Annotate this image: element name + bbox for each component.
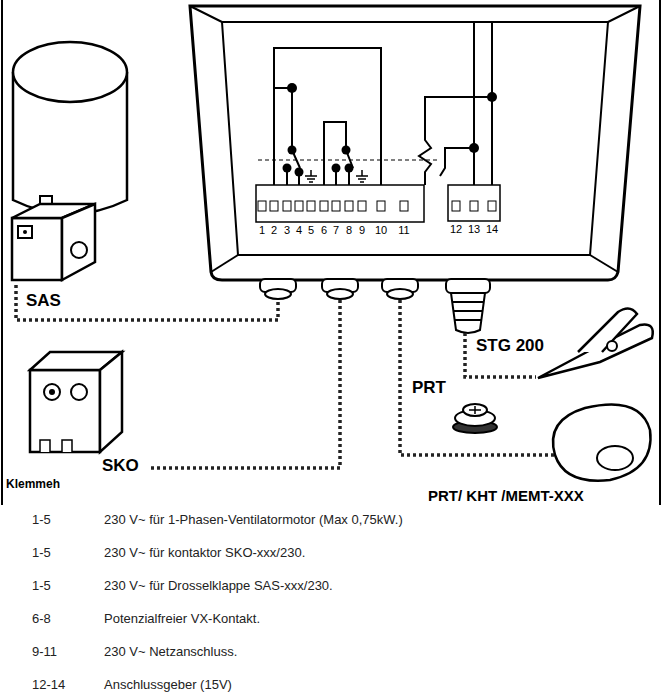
damper-actuator — [12, 42, 127, 280]
range-label: 1-5 — [32, 513, 51, 528]
device-label: PRT/ KHT /MEMT-XXX — [428, 487, 584, 504]
pressure-sensor — [453, 404, 497, 433]
terminal-number: 2 — [271, 224, 277, 237]
sensor-housing — [553, 404, 651, 480]
cable-gland — [260, 279, 490, 333]
cable-run — [16, 285, 555, 468]
description-text: 230 V~ Netzanschluss. — [104, 645, 237, 660]
description-text: Potenzialfreier VX-Kontakt. — [104, 612, 260, 627]
frame-line — [659, 0, 661, 505]
internal-wiring — [258, 22, 492, 185]
description-text: 230 V~ für 1-Phasen-Ventilatormotor (Max… — [104, 513, 403, 528]
description-text: 230 V~ für kontaktor SKO-xxx/230. — [104, 546, 305, 561]
terminal-number: 5 — [308, 224, 314, 237]
device-label: PRT — [412, 378, 446, 398]
terminal-number: 12 — [450, 223, 462, 236]
terminal-number: 10 — [375, 224, 387, 237]
terminal-number: 3 — [284, 224, 290, 237]
contactor-box — [30, 352, 122, 452]
device-label: SKO — [102, 456, 139, 476]
terminal-number: 6 — [321, 224, 327, 237]
range-label: 9-11 — [32, 645, 57, 660]
terminal-number: 1 — [259, 224, 265, 237]
terminal-number: 9 — [359, 224, 365, 237]
junction-dot — [283, 83, 498, 177]
description-text: 230 V~ für Drosselklappe SAS-xxx/230. — [104, 579, 333, 594]
terminal-housing — [190, 6, 640, 280]
range-label: 6-8 — [32, 612, 51, 627]
terminal-number: 7 — [333, 224, 339, 237]
terminal-number: 14 — [486, 223, 498, 236]
range-label: 1-5 — [32, 546, 51, 561]
clamp-sensor — [538, 308, 653, 378]
terminal-number: 8 — [346, 224, 352, 237]
terminal-number: 11 — [398, 224, 409, 237]
device-label: Klemmeh — [6, 478, 60, 492]
device-label: SAS — [26, 291, 61, 311]
device-label: STG 200 — [476, 336, 544, 356]
range-label: 12-14 — [32, 678, 65, 693]
terminal-number: 13 — [468, 223, 480, 236]
terminal-number: 4 — [296, 224, 302, 237]
frame-line — [1, 0, 3, 505]
range-label: 1-5 — [32, 579, 51, 594]
terminal-strip — [256, 185, 500, 222]
description-text: Anschlussgeber (15V) — [104, 678, 232, 693]
